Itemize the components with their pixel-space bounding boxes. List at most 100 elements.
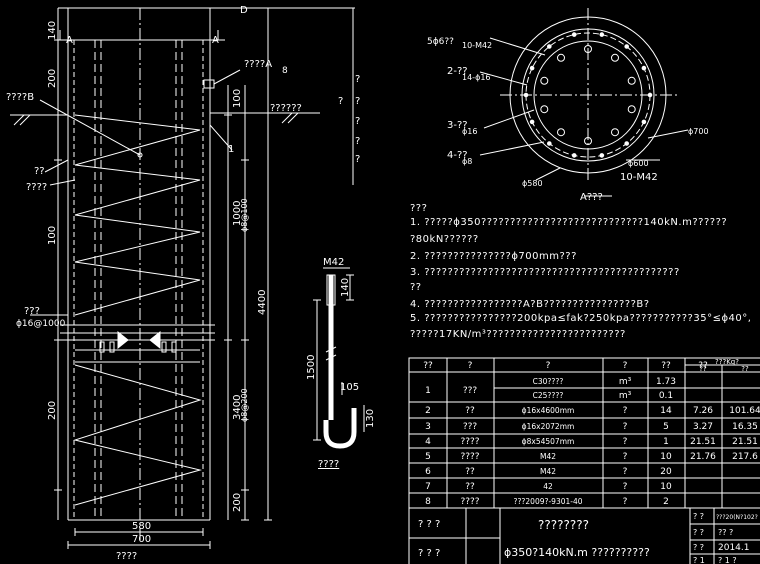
rebar-dot xyxy=(529,65,535,71)
note-2: 2. ???????????????ϕ700mm??? xyxy=(410,251,577,262)
label-qqq: ??? xyxy=(24,306,40,317)
tb-r4a: ? 1 xyxy=(693,556,705,564)
table-cell: ???? xyxy=(460,452,479,462)
table-cell: 3 xyxy=(425,422,431,432)
bolt-hole xyxy=(557,53,565,62)
b-label: ????B xyxy=(6,92,34,103)
table-cell: 1.73 xyxy=(656,377,676,387)
table-cell: 10 xyxy=(660,482,672,492)
rebar-dot xyxy=(641,65,647,71)
table-cell: m³ xyxy=(619,391,632,401)
spiral-upper xyxy=(74,114,201,316)
anchor-bolt-detail xyxy=(313,267,365,449)
table-cell: ? xyxy=(623,452,628,462)
table-cell: 2 xyxy=(425,406,431,416)
plan-l4: 4-?? xyxy=(447,150,468,161)
section-mark-a-left: A xyxy=(66,35,73,46)
bolt-hole xyxy=(584,45,592,53)
spiral-lower xyxy=(73,364,202,506)
plan-d700: ϕ700 xyxy=(688,127,709,136)
side-q-6: ? xyxy=(338,96,343,107)
table-cell: 20 xyxy=(660,467,672,477)
table-cell: 5 xyxy=(425,452,431,462)
rebar-dot xyxy=(624,141,630,146)
tb-left-bottom: ? ? ? xyxy=(418,548,440,559)
rebar-dot xyxy=(571,32,577,37)
table-cell: 3.27 xyxy=(693,422,713,432)
table-cell: ϕ16x4600mm xyxy=(522,406,575,415)
tb-left-top: ? ? ? xyxy=(418,519,440,530)
table-cell: 42 xyxy=(543,482,553,491)
table-cell: 6 xyxy=(425,467,431,477)
dim-mid-200: 200 xyxy=(232,493,243,512)
dim-left-200: 200 xyxy=(47,69,58,88)
bolt-dim-1500: 1500 xyxy=(306,355,317,380)
bolt-m42: M42 xyxy=(323,257,344,268)
rebar-dot xyxy=(599,153,605,158)
rot-phi-1: ϕ8@100 xyxy=(240,198,249,232)
side-q-2: ? xyxy=(355,96,360,107)
rebar-dot xyxy=(547,141,552,146)
table-cell: 2 xyxy=(663,497,669,507)
table-cell: ? xyxy=(623,482,628,492)
table-subheader-cell: ?? xyxy=(699,365,707,373)
tb-subtitle: ϕ350?140kN.m ?????????? xyxy=(504,546,650,559)
note-3b: ?? xyxy=(410,282,422,293)
plan-l1: 5ϕ6?? xyxy=(427,37,454,47)
table-cell: 1 xyxy=(425,386,431,396)
table-cell: m³ xyxy=(619,377,632,387)
table-cell: 5 xyxy=(663,422,669,432)
table-cell: 4 xyxy=(425,437,431,447)
note-1b: ?80kN?????? xyxy=(410,234,479,245)
table-cell: C30???? xyxy=(533,377,564,386)
bolt-hole xyxy=(611,128,619,137)
dim-mid-1000: 1000 xyxy=(232,201,243,226)
table-cell: 21.51 xyxy=(690,437,716,447)
rebar-dot xyxy=(624,44,630,49)
note-5b: ?????17KN/m³???????????????????????? xyxy=(410,329,626,340)
right-label: ?????? xyxy=(270,103,302,114)
note-3: 3. ?????????????????????????????????????… xyxy=(410,267,680,278)
note-4: 4. ?????????????????A?B????????????????B… xyxy=(410,299,650,310)
bolt-dim-130: 130 xyxy=(365,409,376,428)
plan-d600: ϕ600 xyxy=(628,159,649,168)
table-cell: ?? xyxy=(465,482,475,492)
rebar-dot xyxy=(641,119,647,125)
label-qqqq: ???? xyxy=(26,182,47,193)
plan-d600b: 10-M42 xyxy=(620,172,658,183)
section-mark-a-right: A xyxy=(212,35,219,46)
table-header-cell: ? xyxy=(546,361,551,371)
dim-mid-100: 100 xyxy=(232,89,243,108)
table-cell: 217.6 xyxy=(732,452,758,462)
bolt-hole xyxy=(627,105,636,114)
tb-r1a: ? ? xyxy=(693,512,704,521)
tb-r1b: ???20(N?102? xyxy=(716,514,758,521)
rebar-dot xyxy=(529,119,535,125)
rebar-dot xyxy=(599,32,605,37)
rebar-dot xyxy=(523,92,529,98)
side-q-5: ? xyxy=(355,154,360,165)
rebar-dot xyxy=(571,153,577,158)
table-cell: 21.51 xyxy=(732,437,758,447)
plan-section xyxy=(479,8,689,197)
table-cell: ? xyxy=(623,437,628,447)
rebar-dot xyxy=(547,44,552,49)
table-cell: ? xyxy=(623,422,628,432)
table-cell: 7.26 xyxy=(693,406,713,416)
tb-r4b: ? 1 ? xyxy=(718,556,737,564)
tb-r2a: ? ? xyxy=(693,528,704,537)
bolt-dim-140: 140 xyxy=(340,278,351,297)
elevation-caption: ???? xyxy=(116,551,137,562)
table-cell: 0.1 xyxy=(659,391,673,401)
table-header-cell: ?? xyxy=(423,361,433,371)
table-header-cell: ???Kg? xyxy=(715,358,739,366)
table-cell: ?? xyxy=(465,406,475,416)
dim-4400: 4400 xyxy=(257,290,268,315)
bolt-caption: ???? xyxy=(318,459,339,470)
dim-700: 700 xyxy=(132,534,151,545)
table-cell: 14 xyxy=(660,406,672,416)
note-1: 1. ?????ϕ350????????????????????????????… xyxy=(410,217,728,228)
table-cell: ϕ8x54507mm xyxy=(522,437,575,446)
table-cell: ? xyxy=(623,406,628,416)
